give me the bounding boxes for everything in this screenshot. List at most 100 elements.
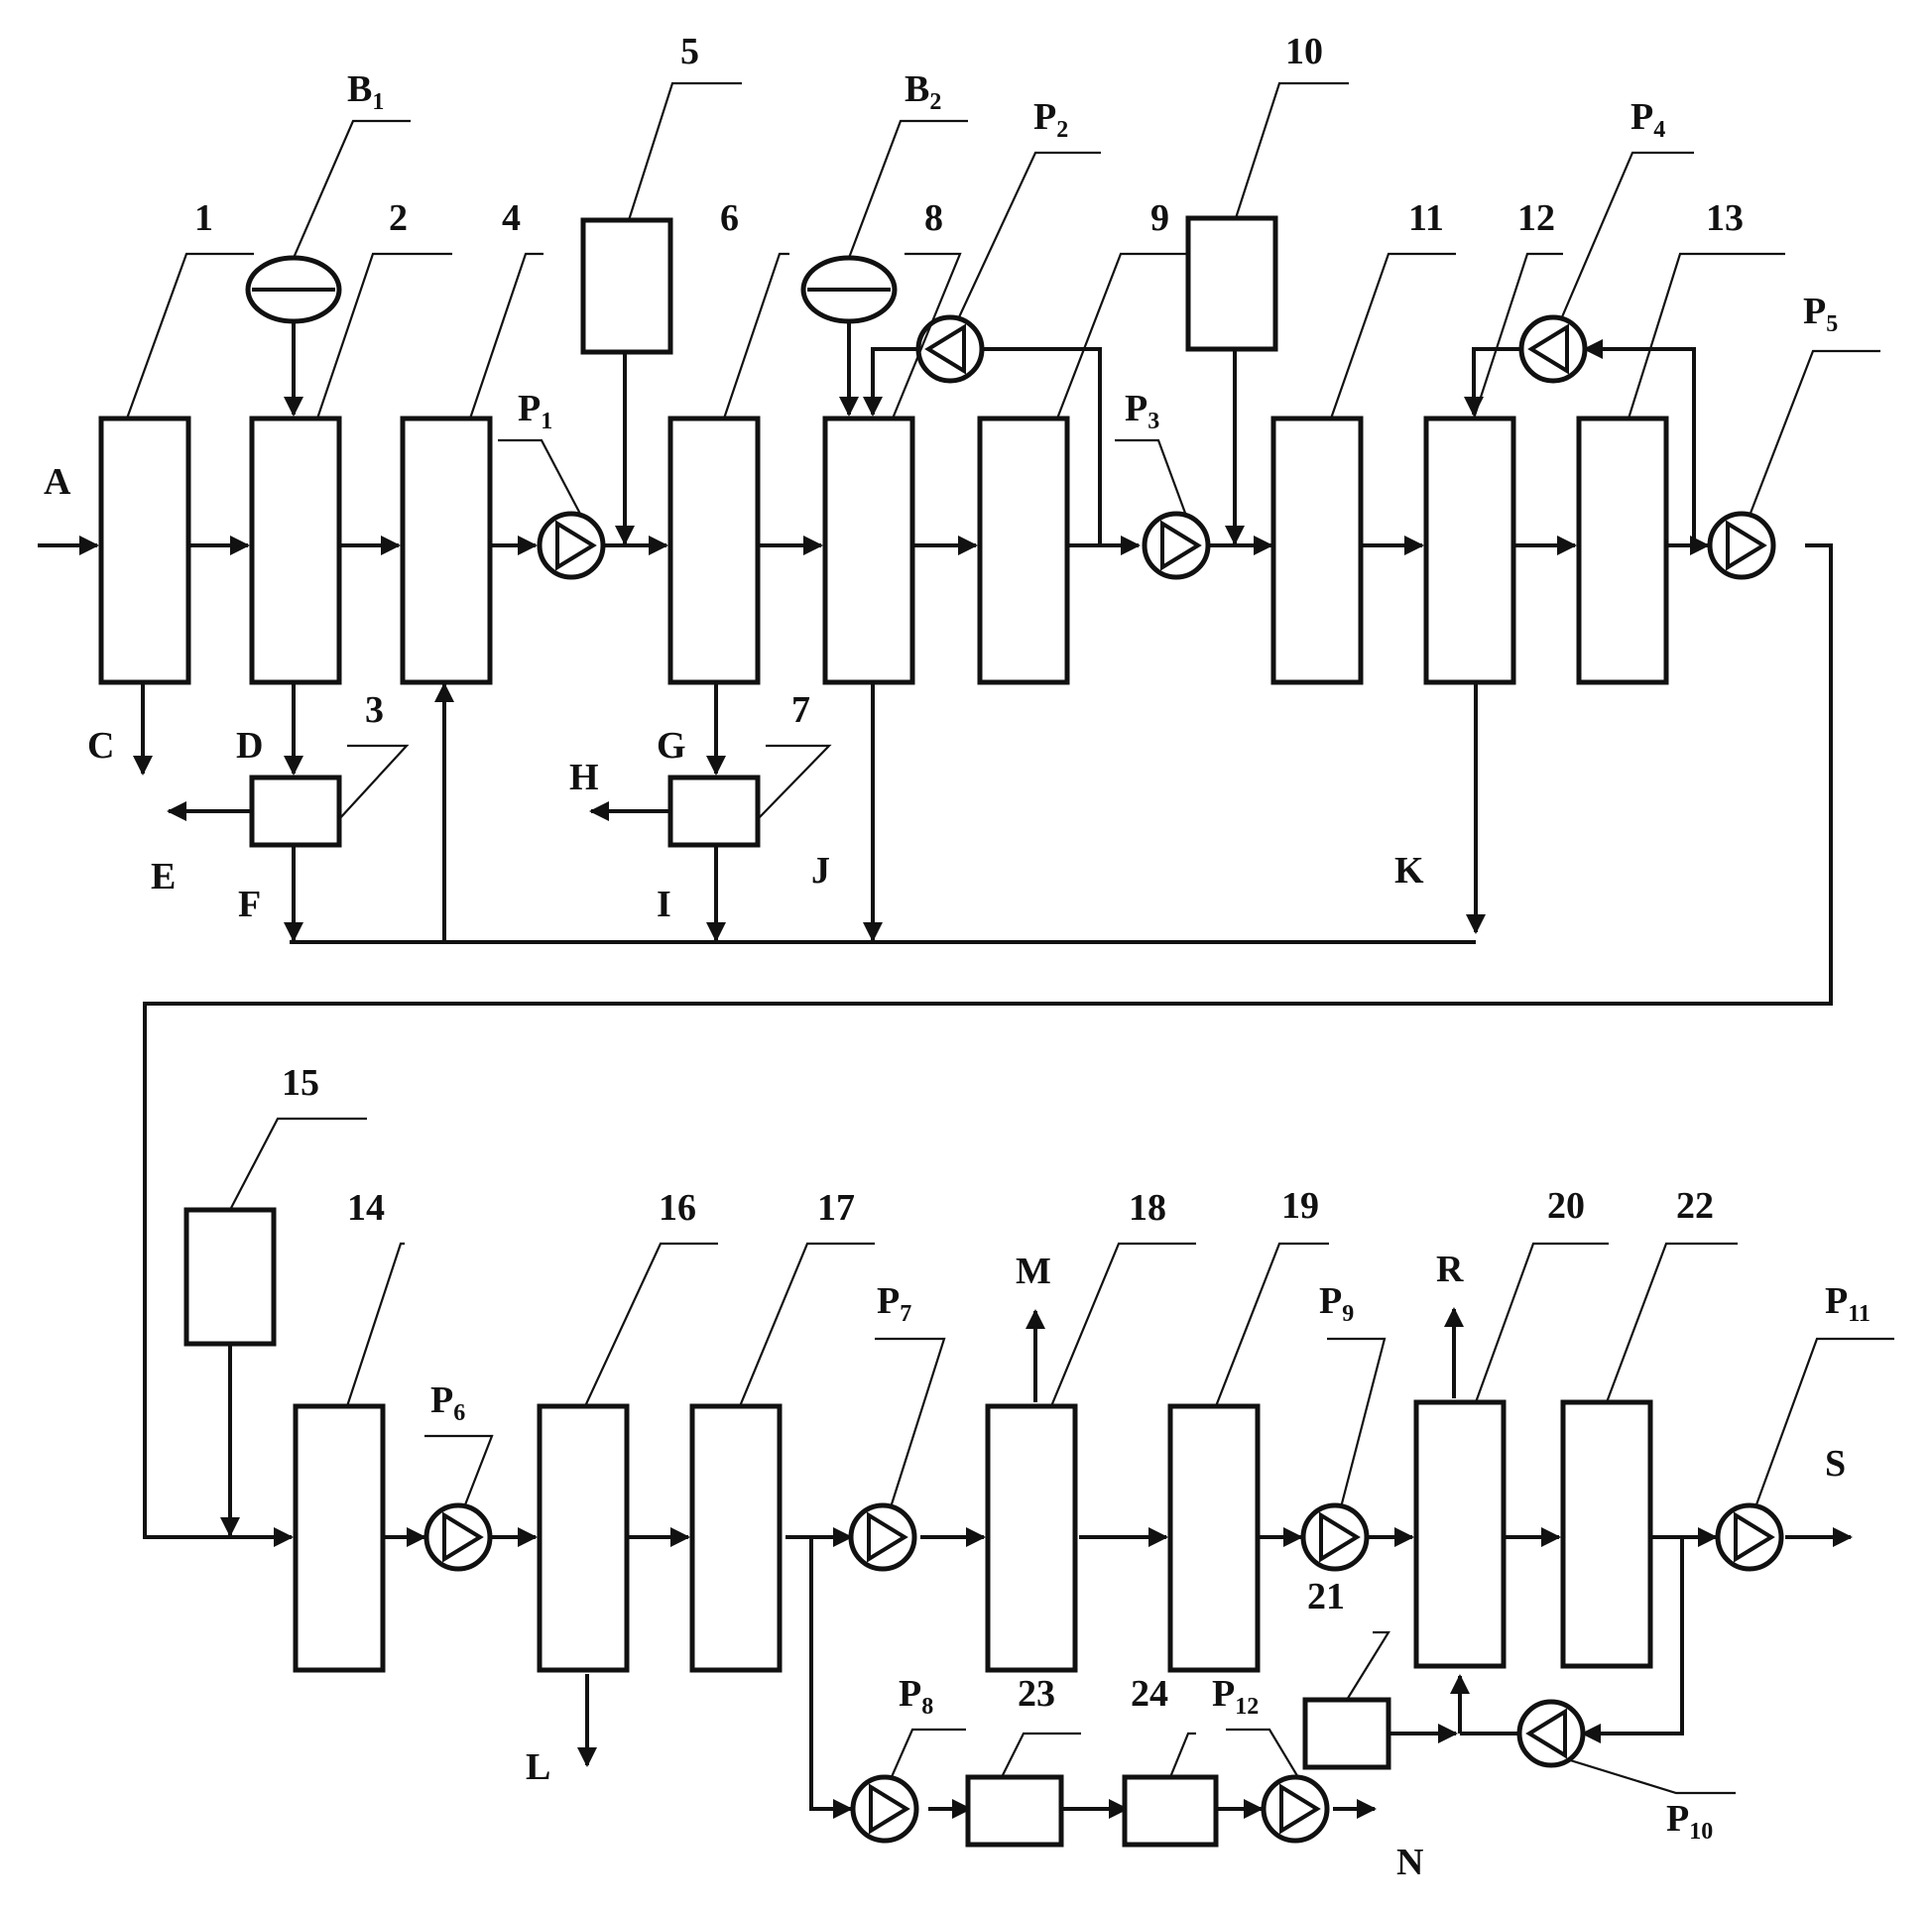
label-unit-17: 17 bbox=[817, 1187, 855, 1229]
units bbox=[98, 215, 1669, 1848]
flow-lines bbox=[38, 321, 1853, 1819]
label-unit-3: 3 bbox=[365, 689, 384, 731]
unit-15 bbox=[183, 1207, 277, 1347]
label-unit-24: 24 bbox=[1131, 1673, 1168, 1715]
label-unit-13: 13 bbox=[1706, 197, 1744, 239]
label-pump-p5: P5 bbox=[1803, 291, 1838, 337]
label-stream-h: H bbox=[569, 757, 599, 798]
unit-2 bbox=[249, 416, 342, 685]
label-pump-p11: P11 bbox=[1825, 1280, 1871, 1327]
pumps bbox=[423, 314, 1784, 1844]
pump-p2-icon bbox=[915, 314, 985, 384]
pump-p7-icon bbox=[848, 1502, 917, 1572]
label-stream-e: E bbox=[151, 856, 176, 897]
pump-p4-icon bbox=[1518, 314, 1588, 384]
pump-p11-icon bbox=[1715, 1502, 1784, 1572]
pump-p10-icon bbox=[1516, 1699, 1586, 1768]
label-stream-d: D bbox=[236, 725, 263, 767]
label-pump-p6: P6 bbox=[430, 1379, 465, 1426]
label-stream-s: S bbox=[1825, 1443, 1846, 1485]
label-unit-15: 15 bbox=[282, 1062, 319, 1104]
label-pump-p8: P8 bbox=[899, 1673, 933, 1720]
pump-p8-icon bbox=[850, 1774, 919, 1844]
unit-6 bbox=[667, 416, 761, 685]
label-unit-21: 21 bbox=[1307, 1576, 1345, 1617]
label-stream-c: C bbox=[87, 725, 114, 767]
unit-11 bbox=[1270, 416, 1364, 685]
unit-labels: 1 2 3 4 5 6 7 8 9 10 11 12 13 14 15 16 1… bbox=[194, 31, 1744, 1715]
unit-4 bbox=[400, 416, 493, 685]
leader-lines bbox=[125, 81, 1894, 1795]
label-stream-n: N bbox=[1396, 1842, 1423, 1883]
label-blower-b2: B2 bbox=[905, 68, 941, 115]
label-unit-7: 7 bbox=[791, 689, 810, 731]
blower-b1-icon bbox=[245, 255, 342, 324]
label-unit-19: 19 bbox=[1281, 1185, 1319, 1227]
unit-13 bbox=[1576, 416, 1669, 685]
unit-8 bbox=[822, 416, 915, 685]
unit-24 bbox=[1122, 1774, 1219, 1848]
unit-14 bbox=[293, 1403, 386, 1673]
blower-b2-icon bbox=[800, 255, 898, 324]
label-unit-12: 12 bbox=[1517, 197, 1555, 239]
label-unit-9: 9 bbox=[1150, 197, 1169, 239]
unit-21 bbox=[1302, 1697, 1391, 1770]
unit-1 bbox=[98, 416, 191, 685]
label-unit-2: 2 bbox=[389, 197, 408, 239]
label-unit-4: 4 bbox=[502, 197, 521, 239]
unit-20 bbox=[1413, 1399, 1507, 1669]
stream-labels: A C D E F G H I J K L M N R S bbox=[44, 461, 1846, 1883]
label-pump-p1: P1 bbox=[518, 388, 552, 434]
unit-7 bbox=[667, 775, 761, 848]
unit-9 bbox=[977, 416, 1070, 685]
label-unit-22: 22 bbox=[1676, 1185, 1714, 1227]
unit-16 bbox=[537, 1403, 630, 1673]
pump-p5-icon bbox=[1707, 511, 1776, 580]
label-unit-10: 10 bbox=[1285, 31, 1323, 72]
label-unit-8: 8 bbox=[924, 197, 943, 239]
label-pump-p2: P2 bbox=[1033, 96, 1068, 143]
label-stream-j: J bbox=[811, 850, 830, 892]
pump-p12-icon bbox=[1261, 1774, 1330, 1844]
label-unit-18: 18 bbox=[1129, 1187, 1166, 1229]
label-unit-14: 14 bbox=[347, 1187, 385, 1229]
blower-labels: B1 B2 bbox=[347, 68, 941, 115]
label-stream-f: F bbox=[238, 884, 261, 925]
label-stream-l: L bbox=[526, 1746, 550, 1788]
label-unit-16: 16 bbox=[659, 1187, 696, 1229]
label-stream-k: K bbox=[1394, 850, 1424, 892]
label-stream-g: G bbox=[657, 725, 686, 767]
unit-3 bbox=[249, 775, 342, 848]
pump-labels: P1 P2 P3 P4 P5 P6 P7 P8 P9 P10 P11 P12 bbox=[430, 96, 1871, 1845]
label-stream-i: I bbox=[657, 884, 671, 925]
pump-p1-icon bbox=[537, 511, 606, 580]
label-stream-r: R bbox=[1436, 1249, 1464, 1290]
label-pump-p4: P4 bbox=[1630, 96, 1665, 143]
label-unit-20: 20 bbox=[1547, 1185, 1585, 1227]
label-unit-11: 11 bbox=[1408, 197, 1444, 239]
label-unit-5: 5 bbox=[680, 31, 699, 72]
pump-p9-icon bbox=[1300, 1502, 1370, 1572]
unit-18 bbox=[985, 1403, 1078, 1673]
label-pump-p3: P3 bbox=[1125, 388, 1159, 434]
pump-p3-icon bbox=[1142, 511, 1211, 580]
label-unit-23: 23 bbox=[1018, 1673, 1055, 1715]
label-stream-m: M bbox=[1016, 1251, 1051, 1292]
unit-12 bbox=[1423, 416, 1516, 685]
label-stream-a: A bbox=[44, 461, 71, 503]
label-pump-p9: P9 bbox=[1319, 1280, 1354, 1327]
unit-19 bbox=[1167, 1403, 1261, 1673]
unit-23 bbox=[965, 1774, 1064, 1848]
label-unit-1: 1 bbox=[194, 197, 213, 239]
label-blower-b1: B1 bbox=[347, 68, 384, 115]
blowers bbox=[245, 255, 898, 324]
unit-10 bbox=[1185, 215, 1278, 352]
unit-22 bbox=[1560, 1399, 1653, 1669]
unit-5 bbox=[580, 217, 673, 355]
label-pump-p7: P7 bbox=[877, 1280, 911, 1327]
label-pump-p10: P10 bbox=[1666, 1798, 1713, 1845]
label-unit-6: 6 bbox=[720, 197, 739, 239]
unit-17 bbox=[689, 1403, 783, 1673]
pump-p6-icon bbox=[423, 1502, 493, 1572]
